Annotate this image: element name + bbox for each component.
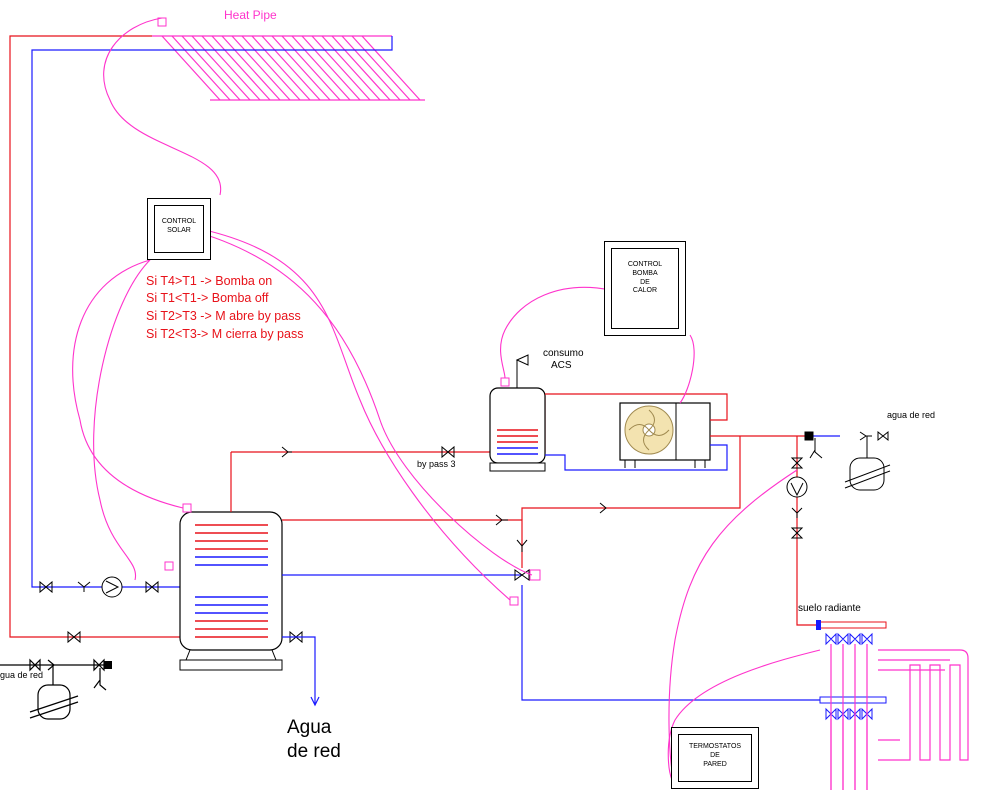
- control-heat-pump-line1: CONTROL: [627, 261, 663, 268]
- bottom-inlet: [282, 636, 320, 707]
- acs-label: ACS: [551, 360, 572, 371]
- rule-bomba-off: Si T1<T1-> Bomba off: [146, 291, 269, 305]
- t2-sensor: [164, 561, 174, 571]
- control-solar-line1: CONTROL: [161, 218, 197, 225]
- floor-heating-valves: [786, 430, 889, 539]
- acs-tank: [489, 354, 546, 472]
- heat-pipe-label: Heat Pipe: [224, 8, 277, 22]
- agua-de-red-big-line2: de red: [287, 741, 341, 762]
- control-heat-pump-box[interactable]: CONTROL BOMBA DE CALOR: [604, 241, 686, 336]
- agua-de-red-right-label: agua de red: [887, 410, 936, 420]
- termostatos-line1: TERMOSTATOS: [688, 743, 742, 750]
- storage-tank: [179, 452, 283, 671]
- consumo-label: consumo: [543, 348, 584, 359]
- solar-collector: [152, 35, 425, 101]
- control-heat-pump-line3: DE: [640, 278, 650, 286]
- control-heat-pump-line4: CALOR: [632, 287, 658, 295]
- t3-sensor: [509, 596, 519, 606]
- agua-de-red-left-label: gua de red: [0, 670, 44, 680]
- upper-coil: [195, 524, 268, 566]
- lower-coil: [195, 596, 268, 638]
- bypass-3-label: by pass 3: [417, 459, 456, 469]
- mixing-valve-actuator: [529, 569, 541, 581]
- heat-pump: [619, 402, 711, 468]
- control-solar-inner: CONTROL SOLAR: [154, 205, 204, 253]
- termostatos-inner: TERMOSTATOS DE PARED: [678, 734, 752, 782]
- signal-wires: [72, 17, 821, 781]
- manifold-valves: [825, 632, 873, 721]
- control-solar-line2: SOLAR: [167, 226, 191, 234]
- rule-bypass-close: Si T2<T3-> M cierra by pass: [146, 327, 304, 341]
- solar-loop-pipes: [9, 35, 393, 638]
- rule-bomba-on: Si T4>T1 -> Bomba on: [146, 274, 273, 288]
- control-solar-box[interactable]: CONTROL SOLAR: [147, 198, 211, 260]
- agua-de-red-big-line1: Agua: [287, 717, 332, 738]
- termostatos-line2: DE: [710, 751, 720, 759]
- expansion-vessel-right: [844, 436, 891, 491]
- t4-sensor: [157, 17, 167, 27]
- heat-pump-pipes: [545, 393, 840, 471]
- bypass-valves: [281, 445, 607, 581]
- control-heat-pump-inner: CONTROL BOMBA DE CALOR: [611, 248, 679, 329]
- termostatos-line3: PARED: [703, 760, 727, 768]
- return-manifold: [819, 696, 887, 704]
- suelo-radiante-label: suelo radiante: [798, 603, 861, 614]
- solar-pump-group: [39, 576, 303, 644]
- control-heat-pump-line2: BOMBA: [632, 269, 658, 277]
- t1-sensor: [182, 503, 192, 513]
- termostatos-box[interactable]: TERMOSTATOS DE PARED: [671, 727, 759, 789]
- left-inlet: [0, 658, 112, 720]
- supply-manifold: [816, 620, 887, 630]
- acs-sensor: [500, 377, 510, 387]
- radiant-loops: [830, 644, 969, 790]
- rule-bypass-open: Si T2>T3 -> M abre by pass: [146, 309, 301, 323]
